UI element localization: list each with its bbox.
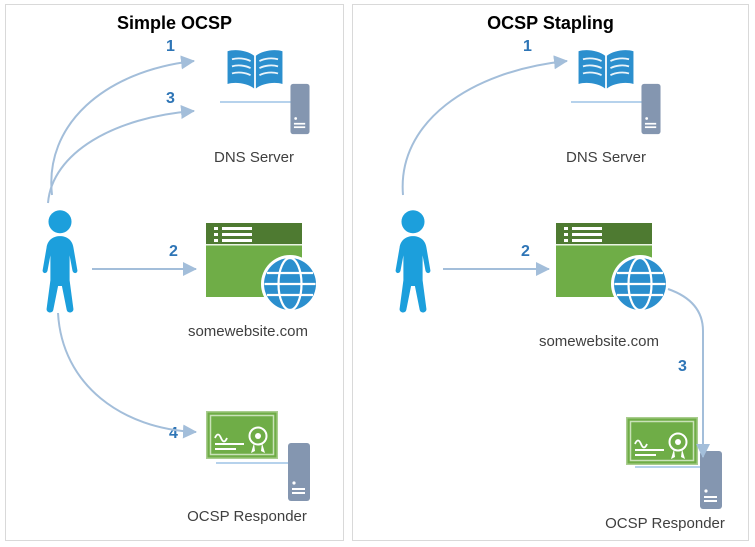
certificate-icon [626, 417, 698, 465]
ocsp-responder-label: OCSP Responder [187, 508, 307, 525]
ocsp-server-icon [699, 447, 723, 513]
website-label: somewebsite.com [187, 323, 309, 340]
panel-title: Simple OCSP [116, 13, 233, 33]
ocsp-server-icon [287, 439, 311, 505]
globe-icon [260, 254, 320, 314]
user-icon [389, 208, 437, 318]
dns-book-icon [575, 43, 637, 95]
dns-book-icon [224, 43, 286, 95]
dns-server-label: DNS Server [213, 149, 295, 166]
user-icon [36, 208, 84, 318]
arrow-step-1 [50, 55, 195, 196]
simple-ocsp-panel: Simple OCSP [5, 4, 344, 541]
website-label: somewebsite.com [538, 333, 660, 350]
step-1-label: 1 [166, 38, 175, 55]
dns-server-icon [289, 83, 311, 135]
dns-server-icon [640, 83, 662, 135]
step-3-label: 3 [678, 358, 687, 375]
panel-title: OCSP Stapling [487, 13, 614, 33]
step-4-label: 4 [169, 425, 178, 442]
dns-server-label: DNS Server [565, 149, 647, 166]
step-3-label: 3 [166, 90, 175, 107]
ocsp-responder-label: OCSP Responder [605, 515, 725, 532]
step-2-label: 2 [169, 243, 178, 260]
step-1-label: 1 [523, 38, 532, 55]
arrow-step-1 [401, 55, 568, 196]
certificate-icon [206, 411, 278, 459]
ocsp-stapling-panel: OCSP Stapling [352, 4, 749, 541]
globe-icon [610, 254, 670, 314]
step-2-label: 2 [521, 243, 530, 260]
